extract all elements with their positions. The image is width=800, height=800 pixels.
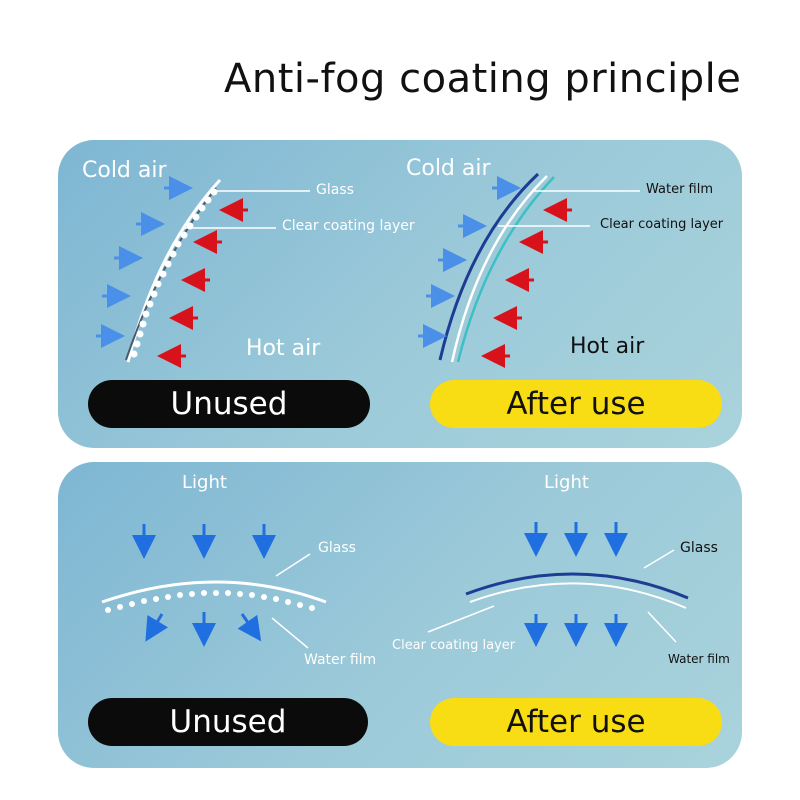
transmitted-light-arrows [524, 614, 628, 647]
clear-coating-label: Clear coating layer [282, 218, 415, 234]
light-arrows-right [524, 522, 628, 557]
light-arrows [132, 524, 276, 559]
glass-arc [101, 580, 327, 604]
glass-curve-coated [438, 172, 540, 361]
light-transmission-panel: Light Glass Water film Light Glass Clear… [58, 462, 742, 768]
hot-air-label: Hot air [246, 336, 321, 361]
water-film-label: Water film [646, 182, 714, 197]
glass-leader-right [643, 549, 675, 569]
scattered-light-arrows [145, 612, 262, 647]
glass-leader-bottom [275, 553, 311, 577]
water-film-leader-bottom [271, 617, 309, 649]
water-droplets-arc [105, 590, 315, 613]
light-label: Light [182, 472, 227, 493]
glass-label-right: Glass [680, 540, 718, 556]
light-diagram [101, 522, 689, 649]
cold-air-label: Cold air [82, 158, 167, 183]
unused-badge-bottom: Unused [88, 698, 368, 746]
cold-air-arrows-right [418, 176, 521, 348]
condensation-diagram [96, 172, 640, 368]
coating-layer [450, 175, 548, 363]
glass-arc-coated [465, 572, 689, 600]
coating-leader-bottom [427, 605, 495, 633]
hot-air-arrows-right [481, 198, 572, 368]
unused-badge: Unused [88, 380, 370, 428]
water-film-leader-right [647, 611, 677, 643]
after-use-badge-bottom: After use [430, 698, 722, 746]
clear-coating-label-right: Clear coating layer [600, 217, 724, 232]
after-use-badge: After use [430, 380, 722, 428]
water-film-layer [456, 176, 555, 363]
light-label-right: Light [544, 472, 589, 493]
cold-air-arrows [96, 176, 193, 348]
condensation-panel: Cold air Glass Clear coating layer Hot a… [58, 140, 742, 448]
page-title: Anti-fog coating principle [224, 56, 742, 102]
hot-air-arrows [157, 198, 248, 368]
coating-arc [469, 582, 687, 609]
water-film-label-bottom: Water film [304, 652, 377, 668]
water-droplets [130, 188, 218, 358]
clear-coating-label-bottom: Clear coating layer [392, 638, 516, 653]
hot-air-label-right: Hot air [570, 334, 645, 359]
glass-label-bottom: Glass [318, 540, 356, 556]
cold-air-label-right: Cold air [406, 156, 491, 181]
water-film-label-right: Water film [668, 652, 730, 666]
glass-label: Glass [316, 182, 354, 198]
